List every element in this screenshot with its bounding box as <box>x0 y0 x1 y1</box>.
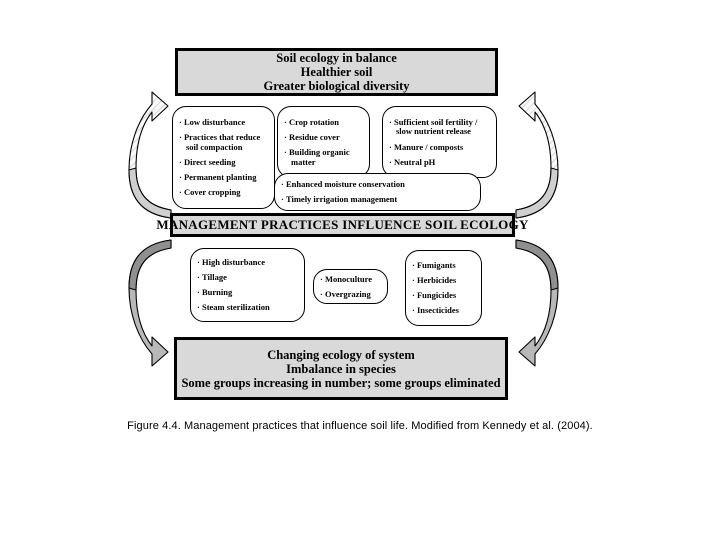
list-item: Neutral pH <box>389 157 490 168</box>
middle-statement-banner: MANAGEMENT PRACTICES INFLUENCE SOIL ECOL… <box>156 213 528 237</box>
bottom-banner-line-1: Changing ecology of system <box>267 347 415 362</box>
curved-arrow-up-left-icon <box>128 91 172 219</box>
list-item: Residue cover <box>284 132 363 143</box>
list-item: Overgrazing <box>320 289 381 300</box>
practice-box-low-disturbance: Low disturbance Practices that reduce so… <box>172 106 275 209</box>
practice-box-organic-matter: Crop rotation Residue cover Building org… <box>277 106 370 178</box>
list-item: Tillage <box>197 272 298 283</box>
list-item: Insecticides <box>412 305 475 316</box>
list-item: Manure / composts <box>389 142 490 153</box>
bottom-outcome-banner: Changing ecology of system Imbalance in … <box>174 337 508 400</box>
top-banner-line-1: Soil ecology in balance <box>276 51 397 65</box>
top-banner-line-2: Healthier soil <box>300 65 373 79</box>
list-item: Permanent planting <box>179 172 268 183</box>
list-item: Burning <box>197 287 298 298</box>
middle-banner-text: MANAGEMENT PRACTICES INFLUENCE SOIL ECOL… <box>156 216 529 232</box>
list-item: Herbicides <box>412 275 475 286</box>
curved-arrow-down-left-shade <box>128 239 172 291</box>
curved-arrow-up-right-icon <box>515 91 559 219</box>
practice-box-chemicals: Fumigants Herbicides Fungicides Insectic… <box>405 250 482 326</box>
list-item: Low disturbance <box>179 117 268 128</box>
list-item: Sufficient soil fertility / slow nutrien… <box>389 117 490 138</box>
list-item: Enhanced moisture conservation <box>281 179 474 190</box>
list-item: Practices that reduce soil compaction <box>179 132 268 153</box>
list-item: Fungicides <box>412 290 475 301</box>
top-outcome-banner: Soil ecology in balance Healthier soil G… <box>175 48 498 96</box>
list-item: Direct seeding <box>179 157 268 168</box>
list-item: Steam sterilization <box>197 302 298 313</box>
list-item: Monoculture <box>320 274 381 285</box>
bottom-banner-line-3: Some groups increasing in number; some g… <box>181 375 501 390</box>
practice-box-grazing-cropping: Monoculture Overgrazing <box>313 269 388 304</box>
top-banner-line-3: Greater biological diversity <box>263 79 410 93</box>
bottom-banner-line-2: Imbalance in species <box>286 361 396 376</box>
list-item: Timely irrigation management <box>281 194 474 205</box>
curved-arrow-down-left-icon <box>128 239 172 367</box>
curved-arrow-down-right-shade <box>515 239 559 291</box>
list-item: High disturbance <box>197 257 298 268</box>
list-item: Crop rotation <box>284 117 363 128</box>
list-item: Fumigants <box>412 260 475 271</box>
figure-caption: Figure 4.4. Management practices that in… <box>127 420 593 432</box>
curved-arrow-up-left-shade <box>128 167 172 219</box>
practice-box-high-disturbance: High disturbance Tillage Burning Steam s… <box>190 248 305 322</box>
list-item: Cover cropping <box>179 187 268 198</box>
practice-box-moisture: Enhanced moisture conservation Timely ir… <box>274 173 481 211</box>
list-item: Building organic matter <box>284 147 363 168</box>
practice-box-fertility: Sufficient soil fertility / slow nutrien… <box>382 106 497 178</box>
curved-arrow-up-right-shade <box>515 167 559 219</box>
curved-arrow-down-right-icon <box>515 239 559 367</box>
